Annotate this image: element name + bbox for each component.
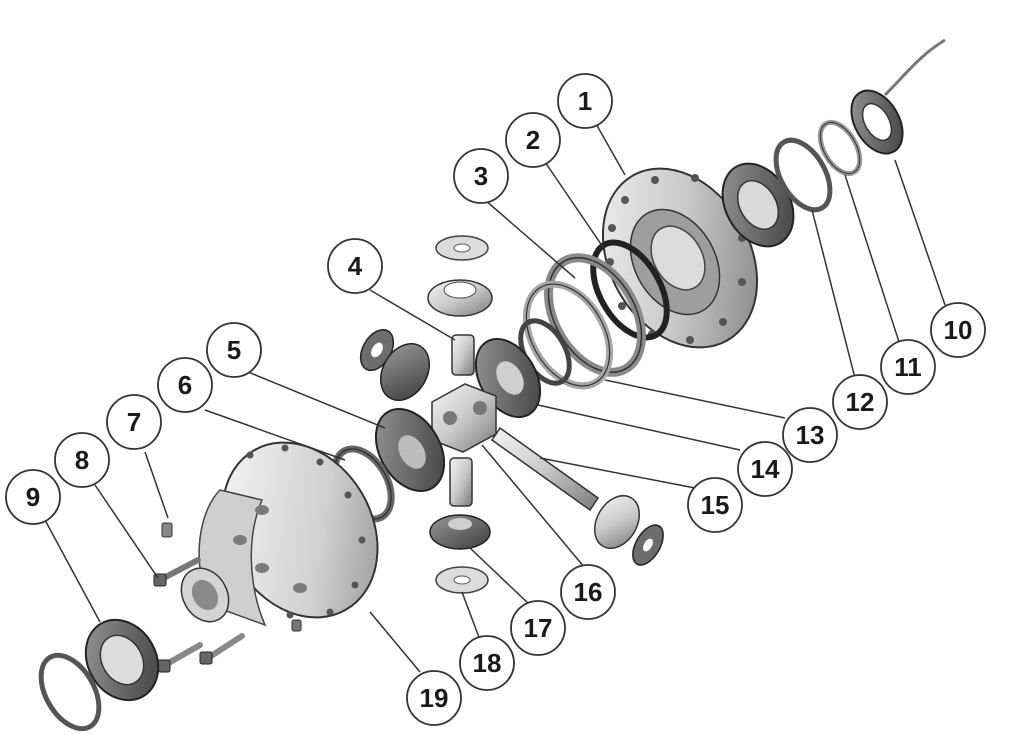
callout-16: 16	[560, 564, 616, 620]
part-bolts-lower	[157, 619, 302, 673]
part-shim-12	[773, 137, 833, 213]
part-pinion-top	[427, 279, 493, 317]
part-cross-block-16	[431, 383, 497, 453]
part-shaft-15	[490, 426, 600, 512]
part-bolt-8	[153, 557, 201, 587]
part-left-bearing-9	[84, 618, 160, 702]
callout-label-14: 14	[751, 454, 780, 484]
callout-label-17: 17	[524, 613, 553, 643]
callout-label-3: 3	[474, 161, 488, 191]
callout-15: 15	[687, 477, 743, 533]
callout-13: 13	[782, 407, 838, 463]
leader-lines	[44, 121, 946, 673]
callout-2: 2	[505, 112, 561, 168]
part-sensor-ring-10	[850, 38, 946, 155]
callout-7: 7	[106, 394, 162, 450]
callout-label-6: 6	[178, 370, 192, 400]
part-pin-lower	[449, 457, 473, 507]
callout-10: 10	[930, 302, 986, 358]
callout-label-19: 19	[420, 683, 449, 713]
callout-label-8: 8	[75, 445, 89, 475]
part-left-ring	[38, 652, 102, 732]
part-washer-left	[359, 328, 395, 372]
part-ring-11	[817, 119, 863, 177]
callout-label-13: 13	[796, 420, 825, 450]
callout-8: 8	[54, 432, 110, 488]
callout-12: 12	[832, 374, 888, 430]
callout-3: 3	[453, 148, 509, 204]
callout-label-15: 15	[701, 490, 730, 520]
part-washer-top	[435, 235, 489, 261]
part-pinion-left	[380, 343, 430, 401]
part-right-bearing	[721, 162, 795, 248]
callout-1: 1	[557, 73, 613, 129]
callout-label-16: 16	[574, 577, 603, 607]
part-screw-7	[161, 522, 173, 538]
callout-label-9: 9	[26, 482, 40, 512]
callout-label-12: 12	[846, 387, 875, 417]
part-pinion-17	[429, 514, 491, 550]
part-flange-cover	[601, 167, 759, 349]
part-ring-2	[590, 239, 670, 341]
callout-label-10: 10	[944, 315, 973, 345]
part-washer-right	[632, 524, 664, 566]
callout-6: 6	[157, 357, 213, 413]
callout-label-4: 4	[348, 251, 363, 281]
callout-label-7: 7	[127, 407, 141, 437]
callout-label-18: 18	[473, 648, 502, 678]
part-washer-18	[435, 566, 489, 594]
part-pin-4	[451, 334, 475, 376]
callout-label-2: 2	[526, 125, 540, 155]
part-housing-19	[180, 441, 379, 627]
callouts: 1 2 3 4 5 6 7 8	[5, 73, 986, 726]
callout-14: 14	[737, 441, 793, 497]
callout-label-5: 5	[227, 335, 241, 365]
callout-5: 5	[206, 322, 262, 378]
callout-label-1: 1	[578, 86, 592, 116]
callout-4: 4	[327, 238, 383, 294]
callout-19: 19	[406, 670, 462, 726]
part-pinion-right	[593, 495, 641, 549]
callout-17: 17	[510, 600, 566, 656]
callout-11: 11	[880, 339, 936, 395]
callout-9: 9	[5, 469, 61, 525]
callout-18: 18	[459, 635, 515, 691]
callout-label-11: 11	[894, 352, 922, 382]
part-side-gear-5	[374, 408, 446, 492]
